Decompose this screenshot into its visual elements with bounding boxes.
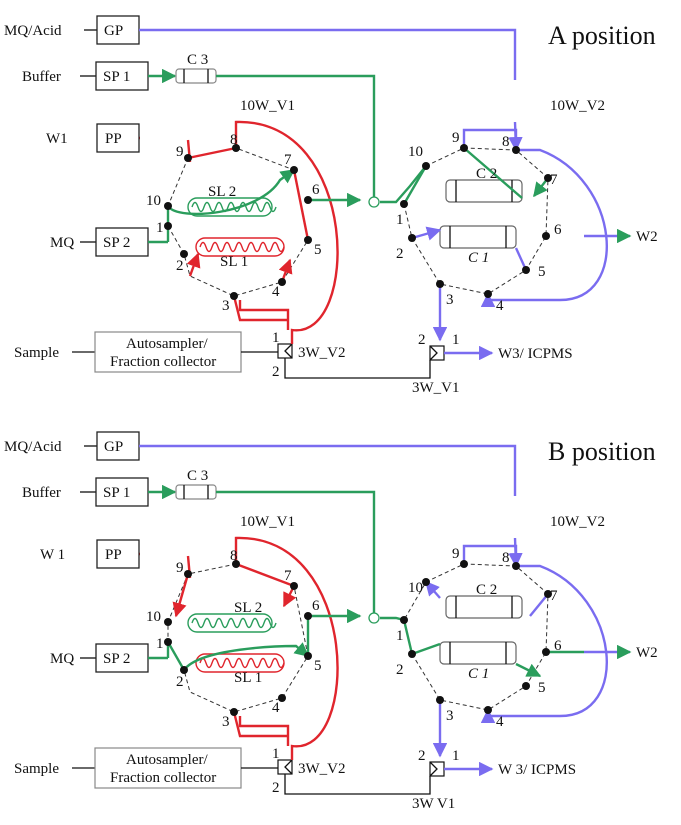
svg-text:1: 1 bbox=[396, 212, 404, 228]
buffer-label: Buffer bbox=[22, 69, 61, 85]
loop-lower-label: SL 1 bbox=[220, 254, 248, 270]
sp2-label: SP 2 bbox=[103, 235, 130, 251]
sample-label: Sample bbox=[14, 761, 59, 777]
loop-upper-label: SL 2 bbox=[234, 600, 262, 616]
column-lower-label: C 1 bbox=[468, 666, 489, 682]
svg-text:8: 8 bbox=[502, 550, 510, 566]
c3-label: C 3 bbox=[187, 468, 208, 484]
mq-label: MQ bbox=[50, 235, 74, 251]
position-title: B position bbox=[548, 437, 656, 466]
svg-text:4: 4 bbox=[496, 714, 504, 730]
svg-text:6: 6 bbox=[554, 638, 562, 654]
w1-label: W 1 bbox=[40, 547, 65, 563]
svg-text:2: 2 bbox=[396, 662, 404, 678]
svg-text:7: 7 bbox=[284, 152, 292, 168]
svg-text:6: 6 bbox=[554, 222, 562, 238]
svg-text:1: 1 bbox=[396, 628, 404, 644]
svg-text:1: 1 bbox=[272, 330, 280, 346]
c3-label: C 3 bbox=[187, 52, 208, 68]
svg-text:8: 8 bbox=[230, 132, 238, 148]
svg-text:10: 10 bbox=[146, 609, 161, 625]
mq-acid-label: MQ/Acid bbox=[4, 23, 62, 39]
loop-upper-label: SL 2 bbox=[208, 184, 236, 200]
threeway-v2-label: 3W_V2 bbox=[298, 761, 346, 777]
autosampler-line1: Autosampler/ bbox=[126, 752, 208, 768]
w3-label: W3/ ICPMS bbox=[498, 346, 573, 362]
autosampler-line1: Autosampler/ bbox=[126, 336, 208, 352]
svg-text:4: 4 bbox=[496, 298, 504, 314]
svg-text:8: 8 bbox=[230, 548, 238, 564]
sample-label: Sample bbox=[14, 345, 59, 361]
w1-label: W1 bbox=[46, 131, 68, 147]
svg-text:6: 6 bbox=[312, 182, 320, 198]
autosampler-line2: Fraction collector bbox=[110, 770, 216, 786]
threeway-v2-label: 3W_V2 bbox=[298, 345, 346, 361]
svg-text:3: 3 bbox=[222, 298, 230, 314]
svg-text:4: 4 bbox=[272, 700, 280, 716]
valve-v1-label: 10W_V1 bbox=[240, 514, 295, 530]
svg-text:2: 2 bbox=[272, 364, 280, 380]
panel-a: A position MQ/Acid GP Buffer SP 1 C 3 10… bbox=[4, 16, 658, 396]
svg-text:10: 10 bbox=[146, 193, 161, 209]
svg-text:1: 1 bbox=[452, 332, 460, 348]
svg-text:2: 2 bbox=[176, 674, 184, 690]
svg-text:7: 7 bbox=[284, 568, 292, 584]
loop-lower-label: SL 1 bbox=[234, 670, 262, 686]
svg-text:3: 3 bbox=[446, 292, 454, 308]
mq-acid-label: MQ/Acid bbox=[4, 439, 62, 455]
svg-text:9: 9 bbox=[176, 560, 184, 576]
position-title: A position bbox=[548, 21, 656, 50]
svg-text:9: 9 bbox=[176, 144, 184, 160]
threeway-v1-label: 3W_V1 bbox=[412, 380, 460, 396]
svg-text:9: 9 bbox=[452, 546, 460, 562]
svg-text:5: 5 bbox=[314, 242, 322, 258]
svg-text:1: 1 bbox=[156, 636, 164, 652]
mq-label: MQ bbox=[50, 651, 74, 667]
sp1-label: SP 1 bbox=[103, 485, 130, 501]
svg-text:5: 5 bbox=[538, 680, 546, 696]
pp-label: PP bbox=[105, 131, 122, 147]
svg-text:9: 9 bbox=[452, 130, 460, 146]
pp-label: PP bbox=[105, 547, 122, 563]
column-upper-label: C 2 bbox=[476, 166, 497, 182]
svg-text:4: 4 bbox=[272, 284, 280, 300]
svg-text:2: 2 bbox=[418, 332, 426, 348]
red-arc bbox=[234, 120, 339, 344]
buffer-label: Buffer bbox=[22, 485, 61, 501]
svg-text:5: 5 bbox=[538, 264, 546, 280]
svg-text:2: 2 bbox=[176, 258, 184, 274]
w2-label: W2 bbox=[636, 229, 658, 245]
svg-text:1: 1 bbox=[272, 746, 280, 762]
svg-text:3: 3 bbox=[446, 708, 454, 724]
svg-text:6: 6 bbox=[312, 598, 320, 614]
sp2-label: SP 2 bbox=[103, 651, 130, 667]
svg-text:3: 3 bbox=[222, 714, 230, 730]
valve-v1-label: 10W_V1 bbox=[240, 98, 295, 114]
svg-text:7: 7 bbox=[550, 588, 558, 604]
svg-text:2: 2 bbox=[272, 780, 280, 796]
panel-b: B position MQ/Acid GP Buffer SP 1 C 3 10… bbox=[4, 432, 658, 812]
column-lower-label: C 1 bbox=[468, 250, 489, 266]
gp-label: GP bbox=[104, 439, 123, 455]
svg-text:8: 8 bbox=[502, 134, 510, 150]
svg-text:2: 2 bbox=[396, 246, 404, 262]
svg-text:7: 7 bbox=[550, 172, 558, 188]
svg-text:10: 10 bbox=[408, 144, 423, 160]
svg-text:5: 5 bbox=[314, 658, 322, 674]
threeway-v1-label: 3W V1 bbox=[412, 796, 455, 812]
w2-label: W2 bbox=[636, 645, 658, 661]
autosampler-line2: Fraction collector bbox=[110, 354, 216, 370]
svg-text:10: 10 bbox=[408, 580, 423, 596]
valve-v2-label: 10W_V2 bbox=[550, 98, 605, 114]
svg-text:2: 2 bbox=[418, 748, 426, 764]
valve-v2-label: 10W_V2 bbox=[550, 514, 605, 530]
w3-label: W 3/ ICPMS bbox=[498, 762, 576, 778]
sp1-label: SP 1 bbox=[103, 69, 130, 85]
svg-text:1: 1 bbox=[452, 748, 460, 764]
column-upper-label: C 2 bbox=[476, 582, 497, 598]
svg-text:1: 1 bbox=[156, 220, 164, 236]
gp-label: GP bbox=[104, 23, 123, 39]
sample-inlet-line bbox=[238, 300, 290, 330]
